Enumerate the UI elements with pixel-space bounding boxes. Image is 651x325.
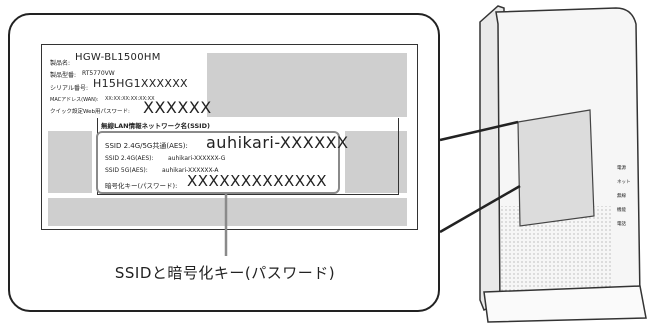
product-name-label: 製品名: — [50, 60, 71, 67]
mac-value: XX:XX:XX:XX:XX:XX — [105, 96, 155, 102]
ssid-24g-value: auhikari-XXXXXX-G — [168, 155, 226, 162]
gray-block-mid-right — [345, 131, 407, 193]
caption-text: SSIDと暗号化キー(パスワード) — [114, 264, 336, 282]
ssid-5g-value: auhikari-XXXXXX-A — [162, 167, 219, 174]
gray-block-bottom — [48, 198, 407, 226]
serial-label: シリアル番号: — [50, 85, 88, 92]
model-value: RT5770VW — [82, 70, 115, 77]
gray-block-left — [48, 131, 92, 193]
indicator-function-label: 機能 — [617, 208, 626, 213]
indicator-wireless-label: 無線 — [617, 194, 626, 199]
gray-block-top-right — [207, 53, 407, 117]
encryption-key-value: XXXXXXXXXXXXX — [187, 172, 328, 190]
ssid-shared-value: auhikari-XXXXXX — [206, 133, 349, 152]
indicator-net-label: ネット — [617, 180, 631, 185]
model-label: 製品型番: — [50, 72, 77, 79]
product-name-value: HGW-BL1500HM — [75, 52, 161, 63]
ssid-highlight-box — [96, 131, 340, 194]
indicator-panel: 電源 ネット 無線 機能 電話 — [617, 165, 635, 227]
ssid-24g-label: SSID 2.4G(AES): — [105, 155, 154, 162]
ssid-5g-label: SSID 5G(AES): — [105, 167, 148, 174]
quick-setting-value: XXXXXX — [143, 98, 212, 117]
quick-setting-label: クイック設定Web用パスワード: — [50, 109, 130, 115]
encryption-key-label: 暗号化キー(パスワード): — [105, 182, 178, 190]
mac-label: MACアドレス(WAN): — [50, 97, 99, 103]
indicator-phone-label: 電話 — [617, 222, 626, 227]
serial-value: H15HG1XXXXXX — [93, 77, 188, 90]
ssid-shared-label: SSID 2.4G/5G共通(AES): — [105, 142, 188, 150]
network-info-header: 無線LAN情報ネットワーク名(SSID) — [101, 122, 210, 130]
indicator-power-label: 電源 — [617, 166, 626, 171]
